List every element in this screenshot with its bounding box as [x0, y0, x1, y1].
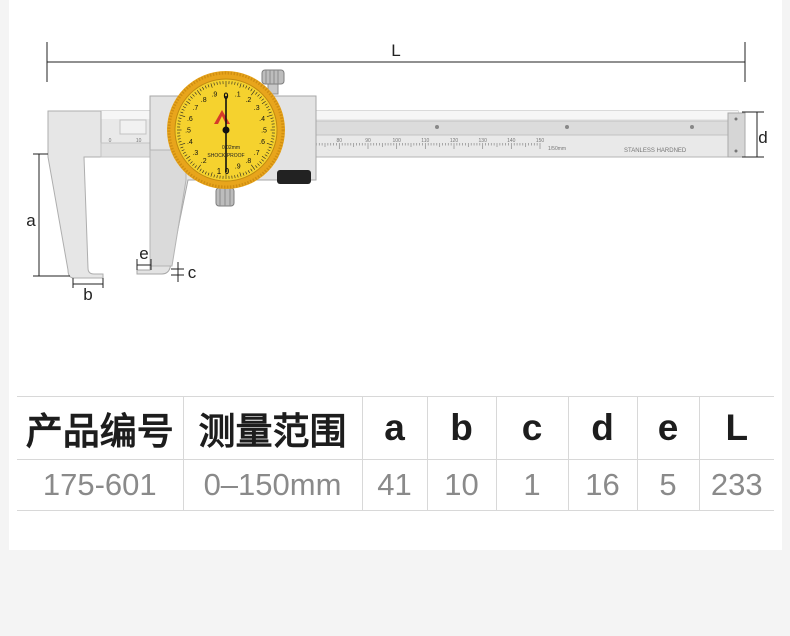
dial-number: .8	[201, 97, 207, 104]
beam-brand: STANLESS HARDNED	[624, 148, 687, 154]
table-header-row: 产品编号 测量范围 a b c d e L	[17, 396, 774, 460]
header-product-no: 产品编号	[17, 396, 183, 460]
beam-scale-number: 10	[136, 138, 142, 144]
label-c: c	[188, 263, 197, 282]
bottom-knob	[215, 187, 235, 207]
dial-number: .1	[235, 91, 241, 98]
dimension-b	[72, 278, 104, 288]
dial-bottom-0: 0	[225, 167, 230, 176]
beam-scale-number: 110	[421, 138, 429, 144]
dial-number: .4	[259, 116, 265, 123]
cell-a: 41	[361, 459, 427, 511]
beam-scale-number: 90	[365, 138, 371, 144]
header-a: a	[361, 396, 427, 460]
dial-number: .6	[259, 139, 265, 146]
dial-bottom-1: 1	[217, 167, 222, 176]
label-b: b	[83, 285, 92, 304]
beam-unit: 1/50mm	[548, 146, 566, 152]
table-row: 175-601 0–150mm 41 10 1 16 5 233	[17, 459, 774, 511]
beam-scale-number: 140	[507, 138, 516, 144]
dial-gauge: .1.2.3.4.5.6.7.8.9.9.8.7.6.5.4.3.2 0 1 0…	[167, 71, 285, 189]
beam-scale-number: 150	[536, 138, 545, 144]
cell-c: 1	[495, 459, 568, 511]
dial-number: .9	[211, 91, 217, 98]
beam-scale-number: 100	[393, 138, 402, 144]
cell-b: 10	[426, 459, 496, 511]
header-range: 测量范围	[182, 396, 362, 460]
beam-scale-number: 130	[479, 138, 488, 144]
header-L: L	[698, 396, 774, 460]
label-a: a	[26, 211, 36, 230]
dial-number: .6	[187, 116, 193, 123]
beam-scale-number: 80	[337, 138, 343, 144]
beam-scale-number: 0	[109, 138, 112, 144]
header-c: c	[495, 396, 568, 460]
label-d: d	[758, 128, 767, 147]
spec-table: 产品编号 测量范围 a b c d e L 175-601 0–150mm 41…	[17, 396, 774, 511]
dial-number: .9	[235, 164, 241, 171]
cell-d: 16	[567, 459, 637, 511]
dial-number: .5	[185, 128, 191, 135]
dimension-d	[742, 111, 764, 158]
cell-range: 0–150mm	[182, 459, 362, 511]
header-e: e	[636, 396, 699, 460]
label-L: L	[391, 41, 400, 60]
label-e: e	[139, 244, 148, 263]
dial-number: .2	[245, 97, 251, 104]
dimension-a	[33, 153, 70, 277]
dimension-e	[136, 259, 152, 270]
caliper-diagram: L 0102030405060708090100110120130140150 …	[26, 41, 767, 304]
cell-product-no: 175-601	[17, 459, 183, 511]
dial-number: .4	[187, 139, 193, 146]
dial-number: .3	[192, 150, 198, 157]
dimension-c	[171, 262, 184, 282]
dial-number: .7	[192, 105, 198, 112]
dial-number: .7	[254, 150, 260, 157]
fixed-jaw	[47, 110, 152, 279]
cell-e: 5	[636, 459, 699, 511]
top-knob	[261, 69, 285, 95]
dial-number: .5	[261, 128, 267, 135]
dial-number: .3	[254, 105, 260, 112]
header-d: d	[567, 396, 637, 460]
header-b: b	[426, 396, 496, 460]
dial-shock-proof: SHOCK-PROOF	[207, 153, 244, 159]
dimension-L	[46, 42, 746, 82]
dial-resolution: 0.02mm	[222, 145, 240, 151]
cell-L: 233	[698, 459, 774, 511]
beam-scale-number: 120	[450, 138, 459, 144]
dial-number: .2	[201, 158, 207, 165]
dial-number: .8	[245, 158, 251, 165]
